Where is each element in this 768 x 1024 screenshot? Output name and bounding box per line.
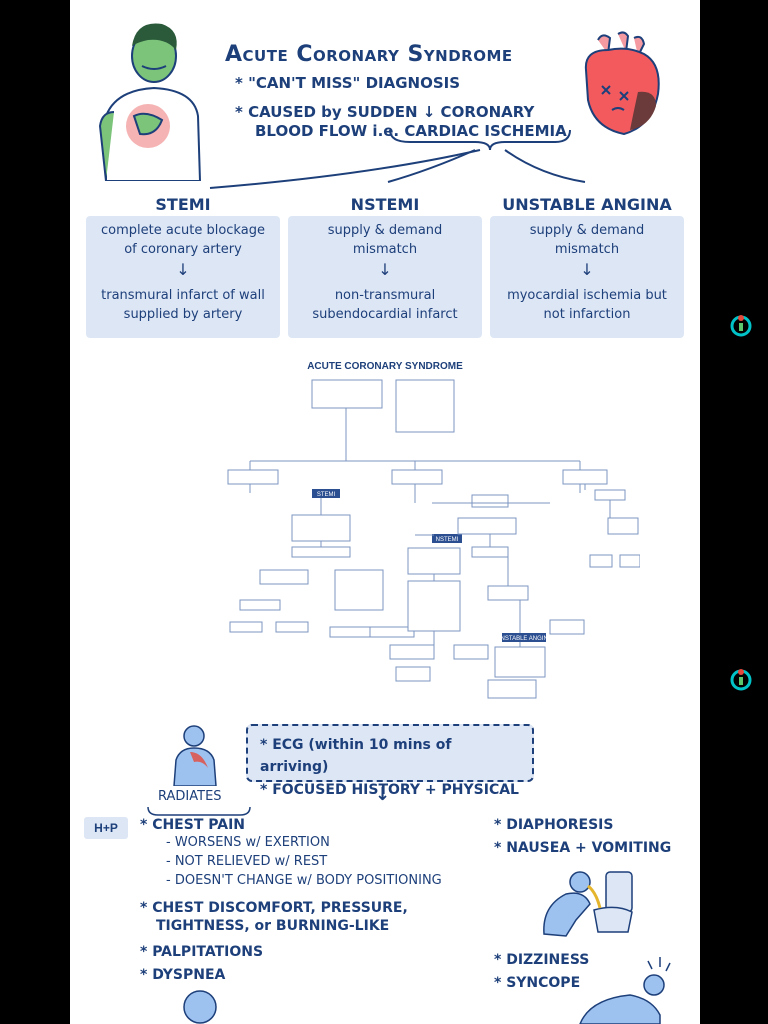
symptom-syncope: * SYNCOPE bbox=[494, 975, 581, 991]
bullet-cant-miss: * "CAN'T MISS" DIAGNOSIS bbox=[235, 74, 461, 92]
unstable-angina-box: supply & demand mismatch ↓ myocardial is… bbox=[490, 216, 684, 338]
stemi-box: complete acute blockage of coronary arte… bbox=[86, 216, 280, 338]
ecg-history-box: * ECG (within 10 mins of arriving) * FOC… bbox=[246, 724, 534, 798]
flowchart-stemi-label: STEMI bbox=[317, 492, 336, 498]
symptom-dizziness: * DIZZINESS bbox=[494, 952, 590, 968]
down-arrow-icon: ↓ bbox=[580, 260, 594, 279]
column-heading-unstable-angina: UNSTABLE ANGINA bbox=[502, 195, 672, 214]
down-arrow-icon: ↓ bbox=[378, 260, 392, 279]
flowchart-unstable-angina-label-box bbox=[502, 633, 546, 642]
symptom-detail: - DOESN'T CHANGE w/ BODY POSITIONING bbox=[166, 873, 442, 888]
bullet-caused-by: * CAUSED by SUDDEN ↓ CORONARY bbox=[235, 103, 535, 121]
symptom-dyspnea: * DYSPNEA bbox=[140, 967, 226, 983]
flowchart-stemi-label-box bbox=[312, 489, 340, 498]
dyspnea-person-illustration bbox=[183, 990, 217, 1024]
chest-pain-man-illustration bbox=[98, 23, 202, 181]
syncope-person-illustration bbox=[579, 957, 671, 1024]
vomiting-person-illustration bbox=[543, 871, 633, 937]
symptom-detail: - WORSENS w/ EXERTION bbox=[166, 835, 330, 850]
acs-flowchart: STEMI NSTEMI UNSTABLE ANGINA bbox=[227, 379, 640, 699]
symptom-nausea-vomiting: * NAUSEA + VOMITING bbox=[494, 840, 672, 856]
column-heading-stemi: STEMI bbox=[155, 195, 211, 214]
column-heading-nstemi: NSTEMI bbox=[350, 195, 420, 214]
bullet-caused-by-cont: BLOOD FLOW i.e. CARDIAC ISCHEMIA bbox=[255, 122, 567, 140]
radiating-pain-figure-illustration bbox=[173, 725, 217, 786]
symptom-diaphoresis: * DIAPHORESIS bbox=[494, 817, 614, 833]
symptom-chest-discomfort-cont: TIGHTNESS, or BURNING-LIKE bbox=[156, 918, 390, 934]
app-ring-icon[interactable] bbox=[727, 312, 755, 340]
app-ring-icon[interactable] bbox=[727, 666, 755, 694]
hp-badge: H+P bbox=[84, 817, 128, 839]
unstable-angina-cause: supply & demand mismatch bbox=[529, 223, 645, 257]
stemi-cause: complete acute blockage of coronary arte… bbox=[101, 223, 265, 257]
brace-connectors bbox=[209, 129, 586, 189]
unstable-angina-result: myocardial ischemia but not infarction bbox=[507, 288, 667, 323]
symptom-chest-pain: * CHEST PAIN bbox=[140, 817, 245, 833]
symptom-detail: - NOT RELIEVED w/ REST bbox=[166, 854, 328, 869]
symptom-palpitations: * PALPITATIONS bbox=[140, 944, 264, 960]
symptom-chest-discomfort: * CHEST DISCOMFORT, PRESSURE, bbox=[140, 900, 408, 916]
nstemi-cause: supply & demand mismatch bbox=[327, 223, 443, 257]
note-page: Acute Coronary Syndrome * "CAN'T MISS" D… bbox=[70, 0, 700, 1024]
nstemi-result: non-transmural subendocardial infarct bbox=[312, 288, 458, 323]
flowchart-nstemi-label: NSTEMI bbox=[436, 537, 459, 543]
brace-under-radiates bbox=[147, 806, 251, 816]
history-physical-line: * FOCUSED HISTORY + PHYSICAL bbox=[260, 781, 519, 798]
left-margin bbox=[0, 0, 70, 1024]
damaged-heart-illustration bbox=[584, 31, 660, 136]
right-margin bbox=[700, 0, 768, 1024]
down-arrow-icon: ↓ bbox=[375, 784, 391, 805]
flowchart-title: ACUTE CORONARY SYNDROME bbox=[307, 361, 463, 372]
radiates-label: RADIATES bbox=[158, 789, 222, 804]
flowchart-unstable-angina-label: UNSTABLE ANGINA bbox=[496, 636, 552, 642]
ecg-line: * ECG (within 10 mins of arriving) bbox=[260, 737, 452, 776]
page-title: Acute Coronary Syndrome bbox=[225, 42, 513, 67]
flowchart-nstemi-label-box bbox=[432, 534, 462, 543]
down-arrow-icon: ↓ bbox=[176, 260, 190, 279]
nstemi-box: supply & demand mismatch ↓ non-transmura… bbox=[288, 216, 482, 338]
stemi-result: transmural infarct of wall supplied by a… bbox=[101, 288, 265, 323]
